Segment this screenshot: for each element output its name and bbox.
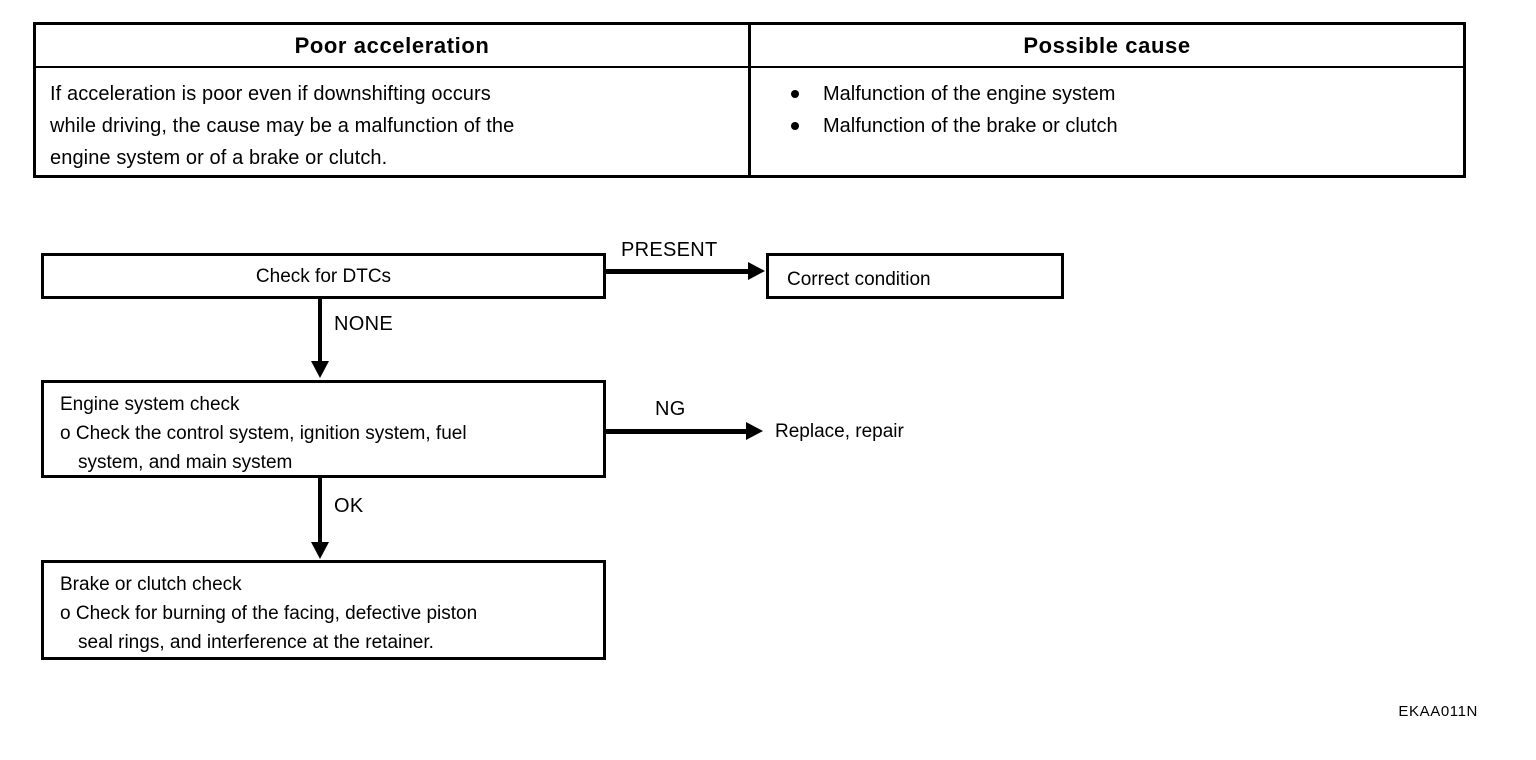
list-item: Malfunction of the engine system: [791, 78, 1118, 110]
flow-edge-present-arrowhead: [748, 262, 765, 280]
flow-node-replace-repair-label: Replace, repair: [775, 421, 904, 442]
flow-edge-none-arrowhead: [311, 361, 329, 378]
flow-edge-label-none: NONE: [334, 313, 393, 335]
bullet-icon: [791, 90, 799, 98]
flow-edge-ng-line: [606, 429, 746, 434]
flow-edge-present-line: [606, 269, 748, 274]
flow-node-brake-clutch-check-title: Brake or clutch check: [60, 574, 242, 595]
possible-cause-list: Malfunction of the engine system Malfunc…: [751, 68, 1118, 142]
symptom-description-line-1: If acceleration is poor even if downshif…: [50, 83, 491, 105]
flow-node-correct-condition: Correct condition: [766, 253, 1064, 299]
table-cell-symptom-description: If acceleration is poor even if downshif…: [36, 68, 751, 175]
possible-cause-text-1: Malfunction of the engine system: [823, 83, 1116, 105]
flow-node-engine-system-check-line-2: system, and main system: [78, 452, 293, 473]
possible-cause-text-2: Malfunction of the brake or clutch: [823, 115, 1118, 137]
table-cell-possible-causes: Malfunction of the engine system Malfunc…: [751, 68, 1463, 175]
symptom-description-line-3: engine system or of a brake or clutch.: [50, 147, 388, 169]
symptom-description-line-2: while driving, the cause may be a malfun…: [50, 115, 515, 137]
flow-node-engine-system-check-line-1: o Check the control system, ignition sys…: [60, 423, 467, 444]
flow-node-engine-system-check: Engine system check o Check the control …: [41, 380, 606, 478]
flow-edge-label-present: PRESENT: [621, 239, 718, 261]
symptom-cause-table: Poor acceleration Possible cause If acce…: [33, 22, 1466, 178]
table-header-cell-symptom: Poor acceleration: [36, 25, 751, 66]
flow-node-engine-system-check-title: Engine system check: [60, 394, 240, 415]
flow-node-check-dtcs: Check for DTCs: [41, 253, 606, 299]
list-item: Malfunction of the brake or clutch: [791, 110, 1118, 142]
table-header-row: Poor acceleration Possible cause: [36, 25, 1463, 68]
flow-node-brake-clutch-check-line-2: seal rings, and interference at the reta…: [78, 632, 434, 653]
flow-node-brake-clutch-check-line-1: o Check for burning of the facing, defec…: [60, 603, 478, 624]
figure-reference-code: EKAA011N: [1398, 703, 1478, 720]
flow-edge-ok-line: [318, 478, 322, 544]
flow-node-brake-clutch-check: Brake or clutch check o Check for burnin…: [41, 560, 606, 660]
table-header-symptom-label: Poor acceleration: [294, 32, 490, 58]
flow-node-correct-condition-label: Correct condition: [787, 269, 931, 290]
flow-edge-none-line: [318, 299, 322, 363]
flow-edge-ng-arrowhead: [746, 422, 763, 440]
flow-edge-label-ng: NG: [655, 398, 686, 420]
flow-node-check-dtcs-label: Check for DTCs: [255, 265, 392, 287]
flow-edge-ok-arrowhead: [311, 542, 329, 559]
table-body-row: If acceleration is poor even if downshif…: [36, 68, 1463, 175]
table-header-cell-cause: Possible cause: [751, 25, 1463, 66]
symptom-description-text: If acceleration is poor even if downshif…: [36, 68, 528, 174]
flow-edge-label-ok: OK: [334, 495, 364, 517]
bullet-icon: [791, 122, 799, 130]
table-header-cause-label: Possible cause: [1023, 32, 1191, 58]
